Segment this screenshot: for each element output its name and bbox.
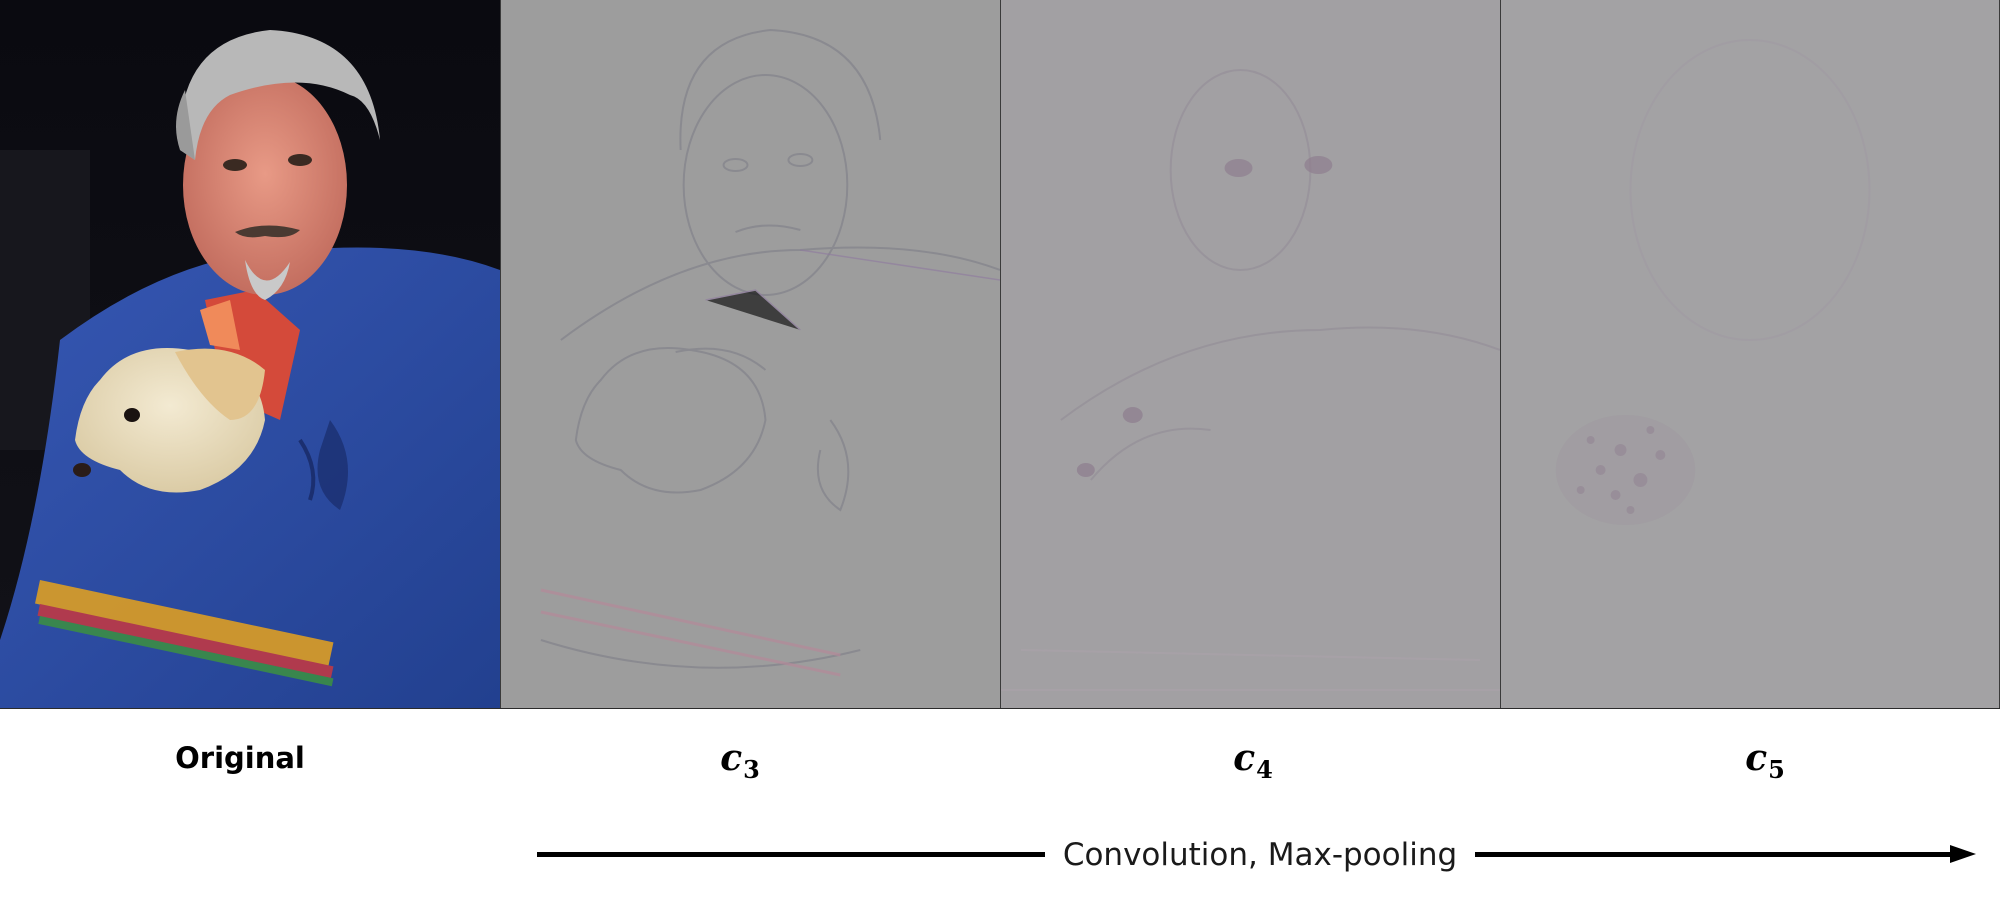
arrowhead-icon [1950,845,1976,863]
label-c5-base: c [1745,737,1768,779]
label-c4: c4 [1153,733,1353,784]
label-c3-subscript: 3 [743,755,760,784]
feature-map-c5 [1500,0,2000,709]
feature-map-c4 [1000,0,1500,709]
arrow-line-left [537,852,1045,857]
label-c3-base: c [720,737,743,779]
arrow-line-right [1475,852,1953,857]
label-c4-base: c [1233,737,1256,779]
panels-bottom-rule [0,708,2000,709]
arrow-label: Convolution, Max-pooling [1062,837,1458,873]
label-c5-subscript: 5 [1768,755,1785,784]
image-panels [0,0,2000,709]
original-photo [0,0,500,709]
label-c3: c3 [640,733,840,784]
label-c5: c5 [1665,733,1865,784]
feature-map-c3 [500,0,1000,709]
feature-map-c5-image [1501,0,1999,709]
original-photo-image [0,0,500,709]
feature-map-c3-image [501,0,1000,709]
label-original: Original [175,741,305,775]
label-c4-subscript: 4 [1256,755,1273,784]
feature-map-c4-image [1001,0,1500,709]
